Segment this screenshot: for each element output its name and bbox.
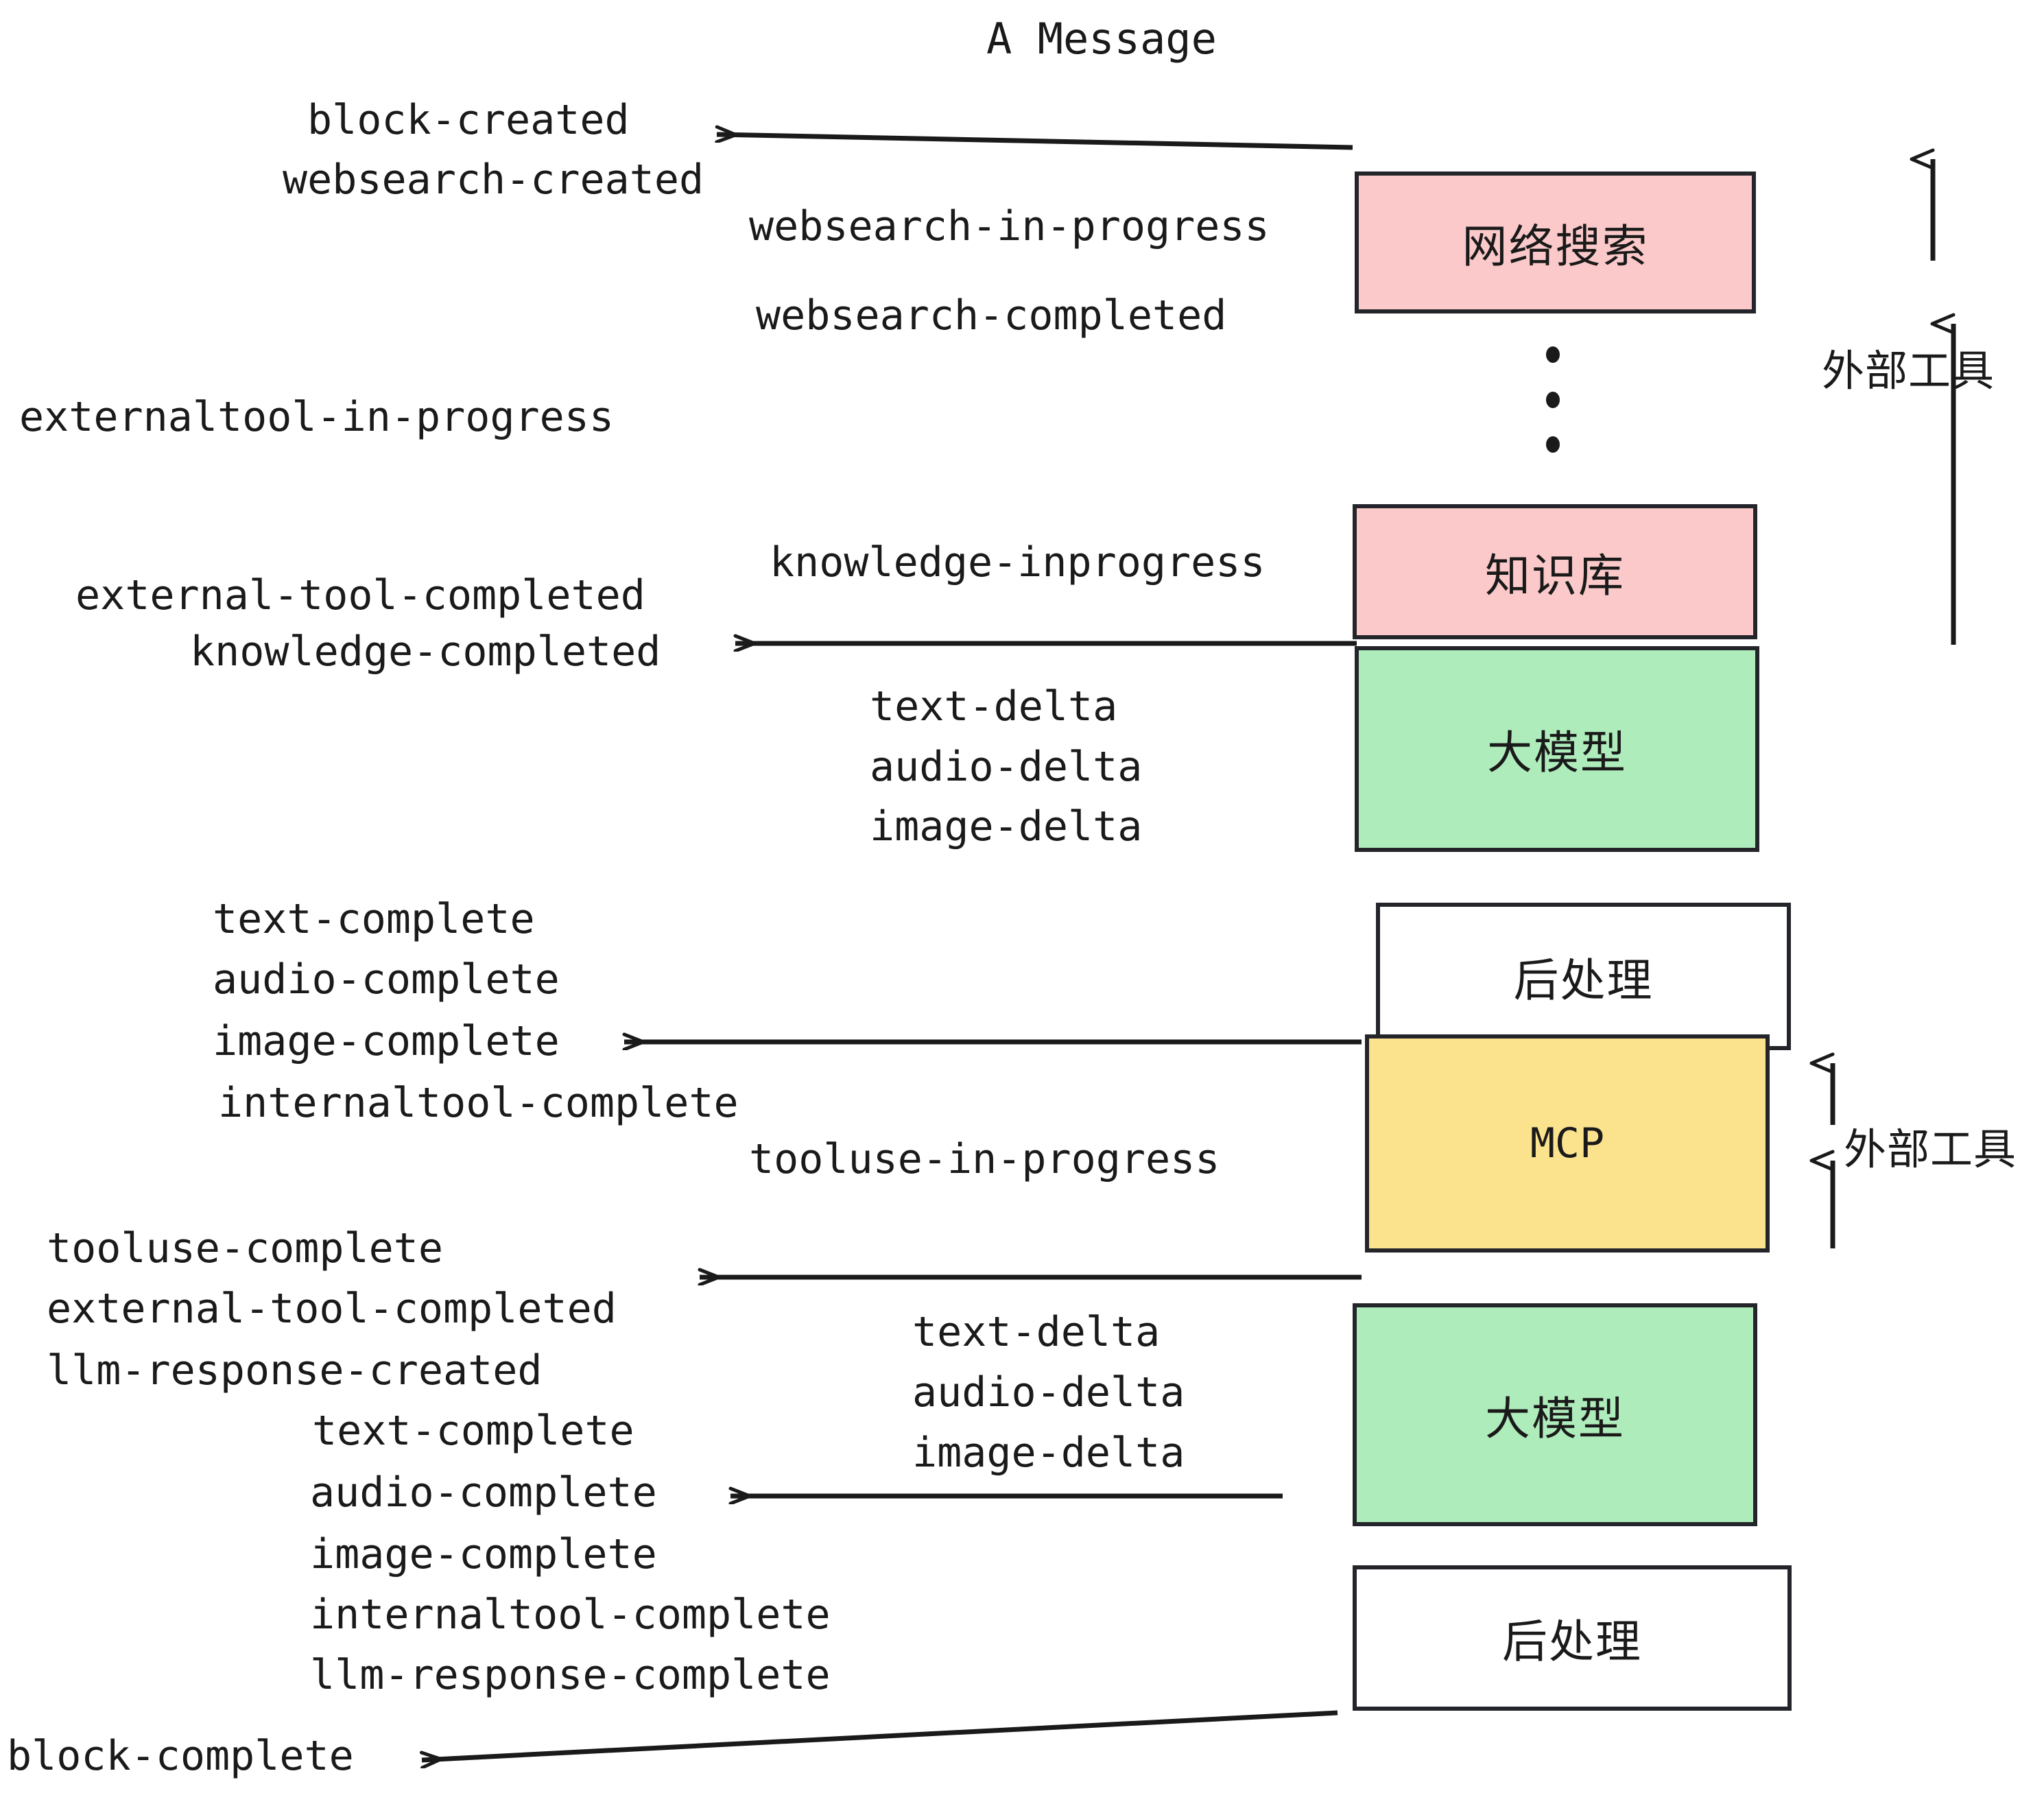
event-image-delta-2: image-delta (912, 1429, 1185, 1477)
node-llm-top-label: 大模型 (1487, 726, 1627, 779)
event-text-complete-1: text-complete (213, 895, 535, 943)
node-mcp[interactable]: MCP (1365, 1034, 1770, 1253)
event-websearch-created: websearch-created (283, 156, 704, 204)
event-tooluse-in-progress: tooluse-in-progress (749, 1135, 1220, 1183)
dot-1 (1546, 346, 1560, 363)
event-external-tool-completed-2: external-tool-completed (47, 1285, 617, 1333)
event-text-delta-2: text-delta (912, 1308, 1161, 1356)
arrow-postproc-to-blockcomplete (422, 1710, 1338, 1760)
event-audio-complete-2: audio-complete (310, 1469, 657, 1517)
side-label-external-tools-bottom: 外部工具 (1844, 1124, 2017, 1174)
event-websearch-completed: websearch-completed (756, 292, 1227, 340)
event-audio-complete-1: audio-complete (213, 956, 560, 1004)
event-knowledge-inprogress: knowledge-inprogress (770, 538, 1265, 586)
node-postprocess-bottom-label: 后处理 (1502, 1615, 1642, 1668)
node-llm-bottom-label: 大模型 (1485, 1392, 1625, 1445)
side-label-external-tools-top: 外部工具 (1822, 346, 1995, 396)
node-llm-bottom[interactable]: 大模型 (1353, 1303, 1757, 1526)
event-image-complete-2: image-complete (310, 1530, 657, 1578)
ellipsis-dots (1545, 346, 1561, 453)
event-externaltool-in-progress: externaltool-in-progress (19, 393, 614, 441)
arrow-websearch-to-blockcreated (717, 134, 1353, 150)
node-postprocess-top-label: 后处理 (1513, 953, 1654, 1007)
event-text-complete-2: text-complete (312, 1407, 634, 1455)
node-knowledge[interactable]: 知识库 (1353, 504, 1757, 639)
node-postprocess-bottom[interactable]: 后处理 (1353, 1565, 1792, 1711)
event-websearch-in-progress: websearch-in-progress (749, 202, 1270, 250)
event-knowledge-completed: knowledge-completed (190, 628, 661, 676)
event-llm-response-complete: llm-response-complete (310, 1651, 831, 1699)
node-postprocess-top[interactable]: 后处理 (1376, 903, 1791, 1050)
event-block-complete: block-complete (7, 1732, 354, 1780)
event-llm-response-created: llm-response-created (47, 1346, 543, 1394)
event-image-complete-1: image-complete (213, 1017, 560, 1065)
event-external-tool-completed-1: external-tool-completed (75, 571, 645, 619)
node-knowledge-label: 知识库 (1485, 549, 1625, 602)
dot-2 (1546, 391, 1560, 408)
node-websearch-label: 网络搜索 (1462, 219, 1649, 273)
page-title: A Message (986, 14, 1217, 64)
event-internaltool-complete-2: internaltool-complete (310, 1591, 831, 1639)
event-text-delta-1: text-delta (870, 683, 1118, 731)
node-mcp-label: MCP (1530, 1119, 1605, 1167)
event-block-created: block-created (307, 96, 630, 144)
node-websearch[interactable]: 网络搜索 (1355, 171, 1756, 313)
event-audio-delta-2: audio-delta (912, 1368, 1185, 1416)
event-internaltool-complete-1: internaltool-complete (218, 1079, 739, 1127)
event-audio-delta-1: audio-delta (870, 743, 1143, 791)
event-tooluse-complete: tooluse-complete (47, 1224, 443, 1272)
node-llm-top[interactable]: 大模型 (1355, 646, 1759, 852)
event-image-delta-1: image-delta (870, 803, 1143, 851)
dot-3 (1546, 436, 1560, 453)
